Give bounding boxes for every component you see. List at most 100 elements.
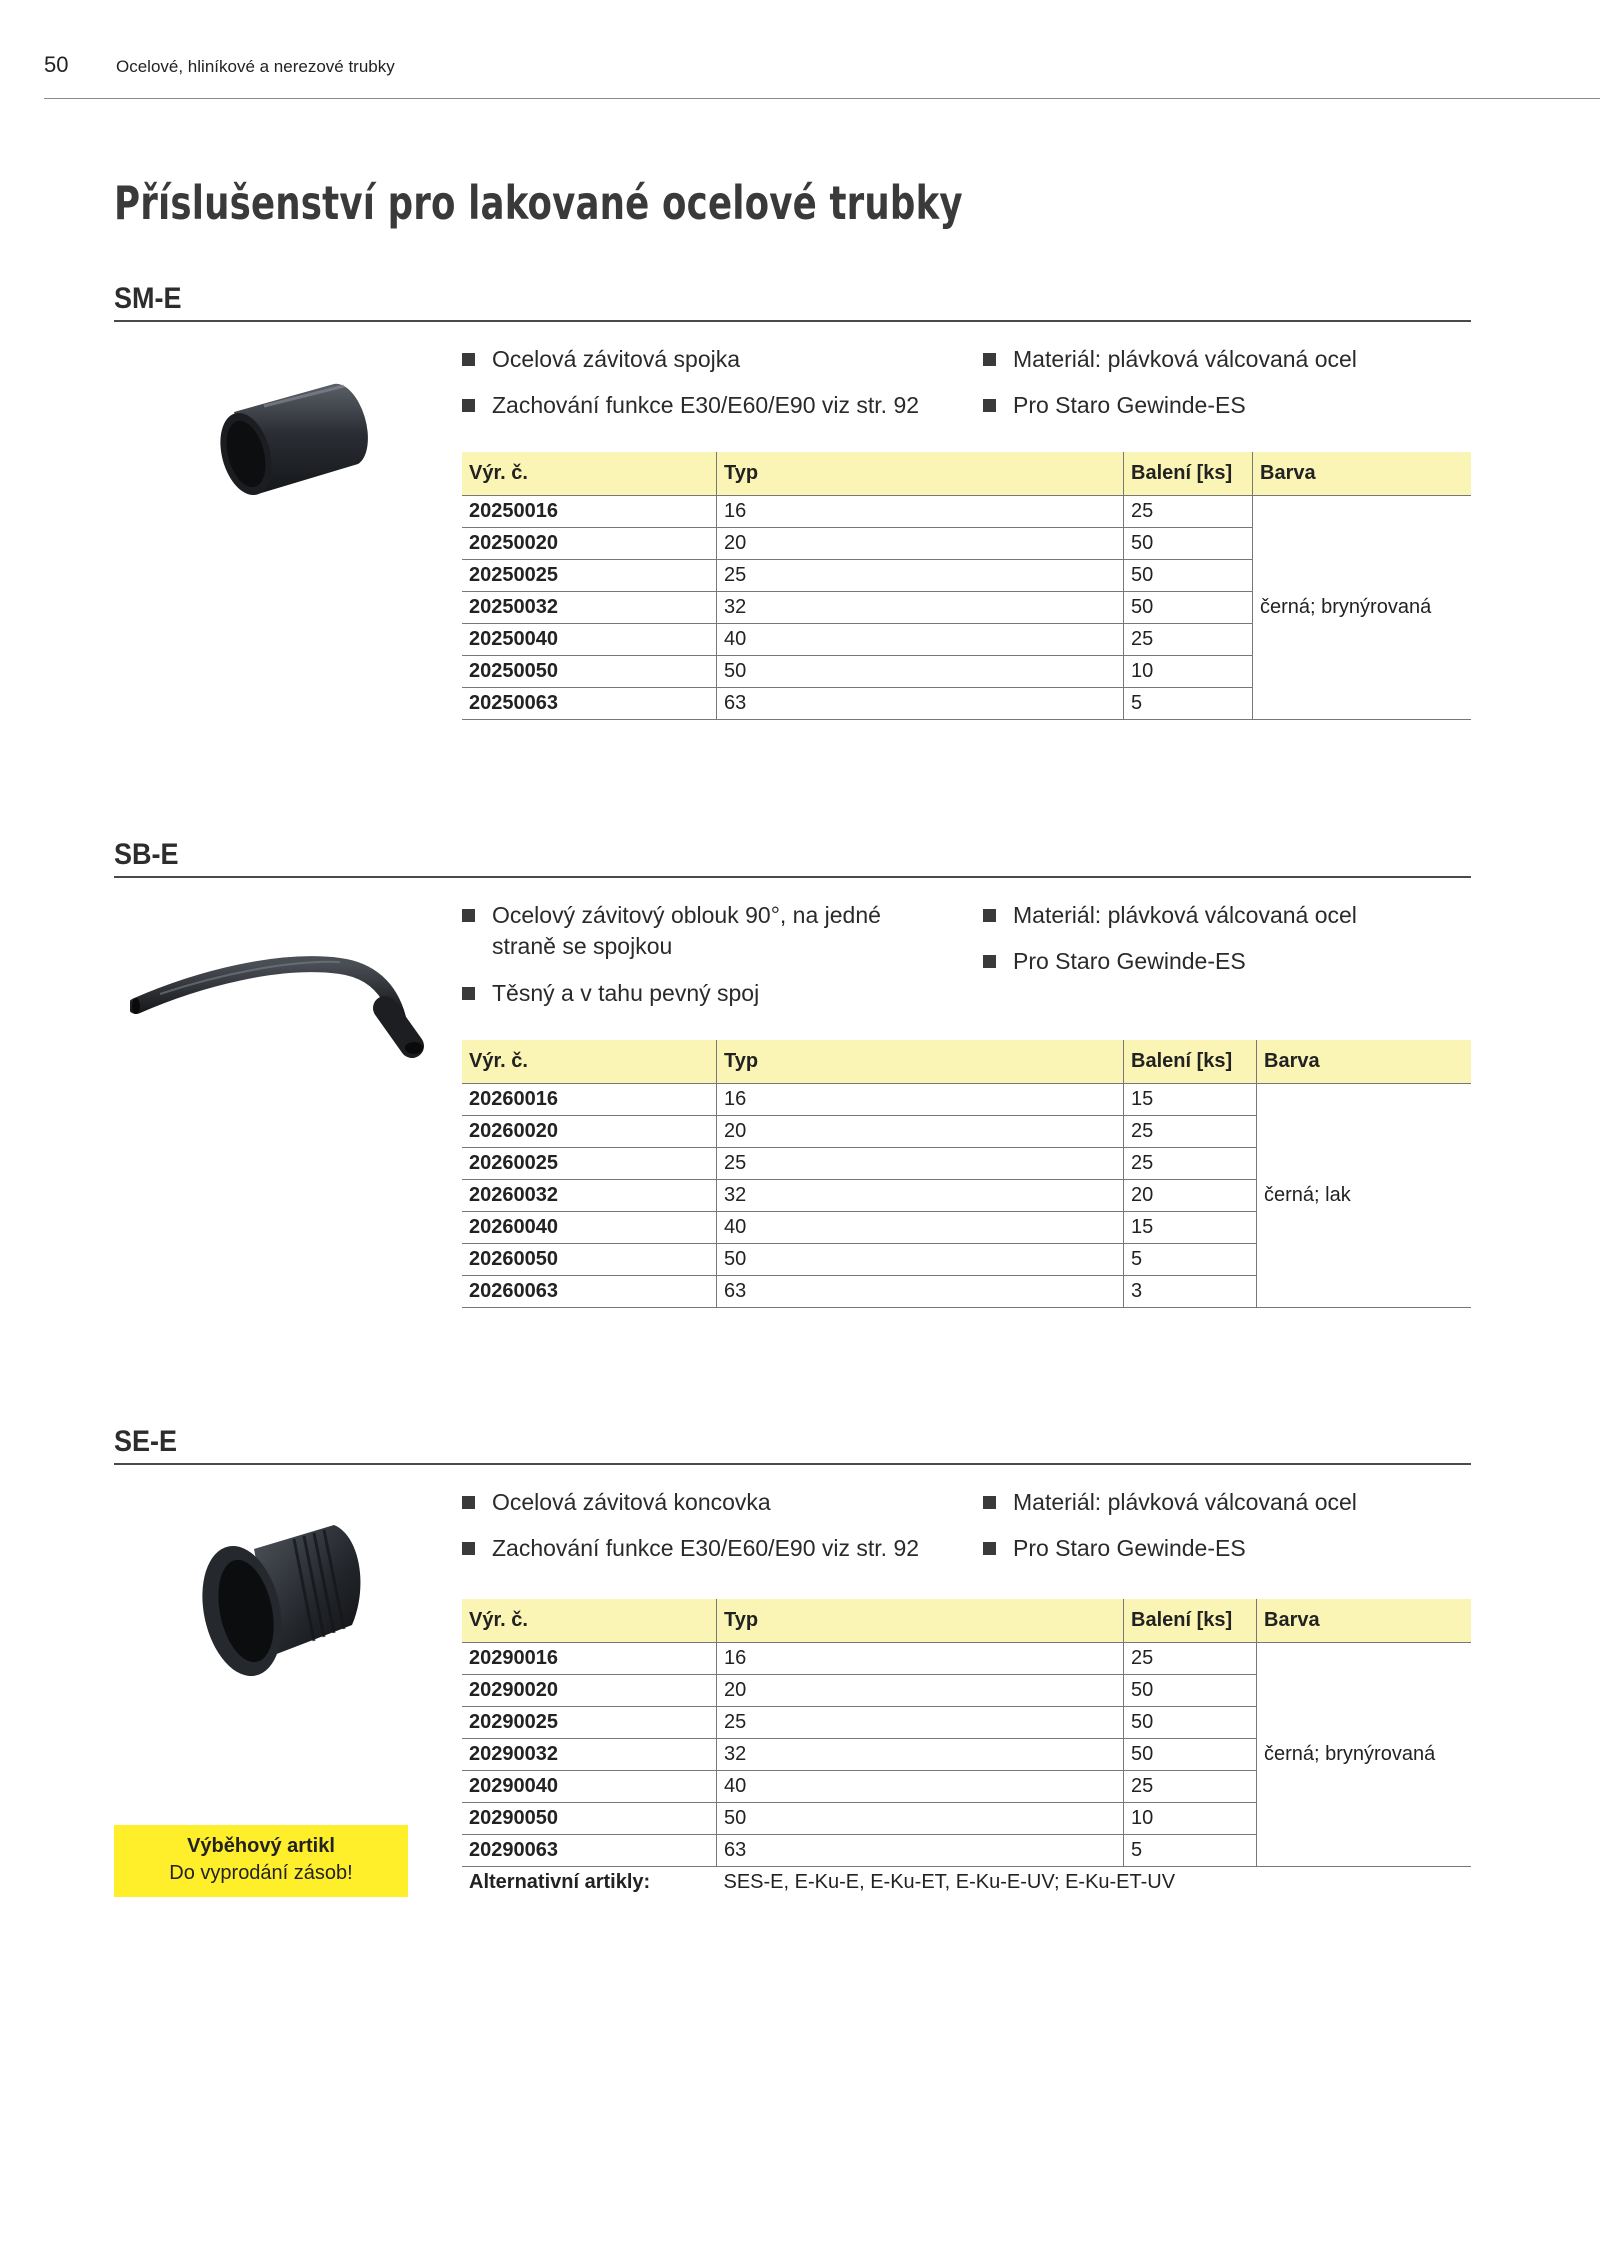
feature-item: Pro Staro Gewinde-ES	[983, 1533, 1483, 1564]
alternatives-label: Alternativní artikly:	[469, 1871, 651, 1893]
feature-text: Pro Staro Gewinde-ES	[1013, 392, 1246, 418]
table-row: 20250020 20 50	[462, 527, 1471, 560]
feature-text: Zachování funkce E30/E60/E90 viz str. 92	[492, 1535, 920, 1561]
feature-item: Pro Staro Gewinde-ES	[983, 390, 1483, 421]
type-value: 32	[716, 1738, 1124, 1771]
square-bullet-icon	[462, 1542, 475, 1555]
feature-text: Materiál: plávková válcovaná ocel	[1013, 902, 1357, 928]
pack-value: 25	[1123, 1642, 1257, 1675]
col-colour: Barva	[1256, 1040, 1471, 1084]
type-value: 32	[716, 1179, 1124, 1212]
pack-value: 25	[1123, 1115, 1257, 1148]
pack-value: 50	[1123, 591, 1253, 624]
pack-value: 10	[1123, 1802, 1257, 1835]
table-row: 20290025 25 50	[462, 1706, 1471, 1739]
threaded-coupling-icon	[220, 383, 368, 496]
square-bullet-icon	[462, 909, 475, 922]
table-row: 20260040 40 15	[462, 1211, 1471, 1244]
notice-subtitle: Do vyprodání zásob!	[169, 1862, 353, 1884]
threaded-end-piece-icon	[202, 1525, 361, 1677]
feature-item: Zachování funkce E30/E60/E90 viz str. 92	[462, 1533, 962, 1564]
feature-item: Materiál: plávková válcovaná ocel	[983, 900, 1483, 931]
col-pack: Balení [ks]	[1123, 1040, 1257, 1084]
colour-value: černá; lak	[1256, 1083, 1471, 1308]
col-type: Typ	[716, 452, 1124, 496]
discontinued-notice: Výběhový artikl Do vyprodání zásob!	[114, 1825, 408, 1897]
type-value: 40	[716, 1211, 1124, 1244]
article-number: 20250016	[462, 495, 717, 528]
pack-value: 50	[1123, 527, 1253, 560]
col-colour: Barva	[1252, 452, 1471, 496]
feature-item: Materiál: plávková válcovaná ocel	[983, 1487, 1483, 1518]
article-number: 20260050	[462, 1243, 717, 1276]
feature-item: Ocelová závitová koncovka	[462, 1487, 962, 1518]
square-bullet-icon	[983, 399, 996, 412]
square-bullet-icon	[983, 1496, 996, 1509]
table-row: 20250025 25 50	[462, 559, 1471, 592]
pack-value: 15	[1123, 1083, 1257, 1116]
square-bullet-icon	[462, 987, 475, 1000]
feature-text: Materiál: plávková válcovaná ocel	[1013, 1489, 1357, 1515]
colour-value: černá; brynýrovaná	[1252, 495, 1471, 720]
section-title: SM-E	[114, 282, 182, 315]
type-value: 20	[716, 527, 1124, 560]
table-row: 20290032 32 50	[462, 1738, 1471, 1771]
col-article: Výr. č.	[462, 452, 717, 496]
square-bullet-icon	[983, 1542, 996, 1555]
feature-item: Zachování funkce E30/E60/E90 viz str. 92	[462, 390, 962, 421]
article-number: 20260063	[462, 1275, 717, 1308]
colour-value: černá; brynýrovaná	[1256, 1642, 1471, 1867]
article-number: 20260032	[462, 1179, 717, 1212]
page-title: Příslušenství pro lakované ocelové trubk…	[114, 176, 963, 230]
pack-value: 20	[1123, 1179, 1257, 1212]
type-value: 50	[716, 1243, 1124, 1276]
feature-text: Materiál: plávková válcovaná ocel	[1013, 346, 1357, 372]
article-number: 20260016	[462, 1083, 717, 1116]
pack-value: 25	[1123, 1770, 1257, 1803]
section-rule	[114, 320, 1471, 322]
type-value: 40	[716, 623, 1124, 656]
table-row: 20250050 50 10	[462, 655, 1471, 688]
article-number: 20260025	[462, 1147, 717, 1180]
pack-value: 50	[1123, 1738, 1257, 1771]
square-bullet-icon	[462, 1496, 475, 1509]
article-number: 20250063	[462, 687, 717, 720]
type-value: 20	[716, 1115, 1124, 1148]
pack-value: 50	[1123, 559, 1253, 592]
header-rule	[44, 98, 1600, 99]
table-row: 20250032 32 50	[462, 591, 1471, 624]
col-pack: Balení [ks]	[1123, 1599, 1257, 1643]
table-row: 20250016 16 25 černá; brynýrovaná	[462, 495, 1471, 720]
article-number: 20290063	[462, 1834, 717, 1867]
article-number: 20290050	[462, 1802, 717, 1835]
article-number: 20250040	[462, 623, 717, 656]
square-bullet-icon	[983, 353, 996, 366]
pack-value: 5	[1123, 687, 1253, 720]
table-row: 20260016 16 15 černá; lak	[462, 1083, 1471, 1308]
section-sm-e: SM-E Ocelová závitová spojka Zachování f…	[114, 282, 1471, 722]
alternatives-value: SES-E, E-Ku-E, E-Ku-ET, E-Ku-E-UV; E-Ku-…	[723, 1871, 1176, 1893]
feature-text: Pro Staro Gewinde-ES	[1013, 948, 1246, 974]
type-value: 16	[716, 1642, 1124, 1675]
type-value: 40	[716, 1770, 1124, 1803]
feature-item: Materiál: plávková válcovaná ocel	[983, 344, 1483, 375]
pack-value: 25	[1123, 1147, 1257, 1180]
table-row: 20260020 20 25	[462, 1115, 1471, 1148]
type-value: 20	[716, 1674, 1124, 1707]
type-value: 50	[716, 1802, 1124, 1835]
square-bullet-icon	[462, 399, 475, 412]
article-number: 20250020	[462, 527, 717, 560]
notice-title: Výběhový artikl	[187, 1835, 335, 1857]
section-rule	[114, 876, 1471, 878]
running-title: Ocelové, hliníkové a nerezové trubky	[116, 57, 395, 76]
type-value: 63	[716, 1834, 1124, 1867]
pack-value: 10	[1123, 655, 1253, 688]
feature-item: Ocelový závitový oblouk 90°, na jedné st…	[462, 900, 932, 962]
type-value: 63	[716, 687, 1124, 720]
section-se-e: SE-E Ocelová závitová koncovka Zachování	[114, 1425, 1471, 1905]
table-header-row: Výr. č. Typ Balení [ks] Barva	[462, 452, 1471, 496]
type-value: 16	[716, 495, 1124, 528]
table-row: 20290020 20 50	[462, 1674, 1471, 1707]
type-value: 63	[716, 1275, 1124, 1308]
pack-value: 25	[1123, 623, 1253, 656]
